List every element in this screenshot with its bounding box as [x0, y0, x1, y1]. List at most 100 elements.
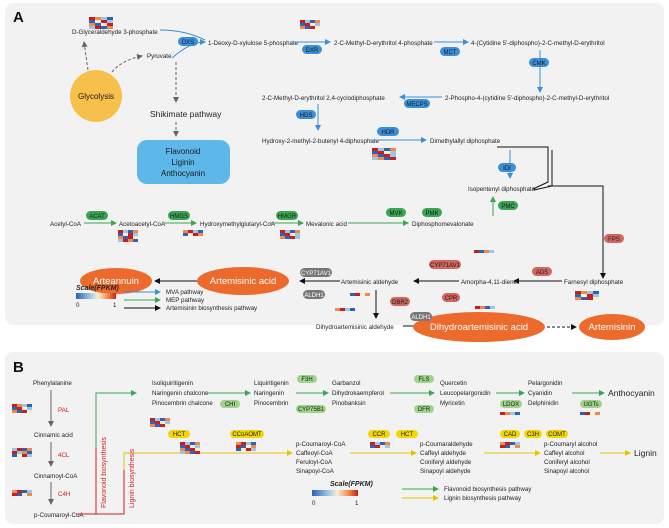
lig3-row2: Caffeyl alcohol	[544, 450, 584, 457]
col4-row3: Myricetin	[440, 400, 465, 407]
scale-title-b: Scale(FPKM)	[330, 481, 373, 488]
enzyme-ccr: CCR	[368, 430, 390, 438]
enzyme-ads: ADS	[532, 267, 552, 276]
svg-text:CAD: CAD	[504, 432, 517, 438]
col4-row2: Leucopelargonidin	[440, 390, 491, 397]
enzyme-fps: FPS	[604, 234, 624, 243]
svg-text:HMGR: HMGR	[278, 214, 297, 220]
phenylalanine-label: Phenylalanine	[33, 380, 72, 387]
enzyme-dxr: DXR	[302, 45, 322, 54]
cdp-me-label: 4-(Cytidine 5'-diphospho)-2-C-methyl-D-e…	[471, 40, 605, 47]
arteannuin-node	[80, 268, 152, 294]
enzyme-c3h: C3H	[524, 430, 542, 438]
cinnamoyl-label: Cinnamoyl-CoA	[34, 473, 78, 480]
glycolysis-node	[70, 70, 122, 122]
lig1-row1: p-Coumaroyl-CoA	[296, 441, 346, 448]
svg-text:HDR: HDR	[382, 130, 396, 136]
lig2-row3: Coniferyl aldehyde	[420, 459, 472, 466]
svg-text:PMK: PMK	[425, 211, 438, 217]
shikimate-label: Shikimate pathway	[150, 109, 222, 119]
artemisinin-label: Artemisinin	[589, 322, 636, 333]
enzyme-cyp71av1-b: CYP71AV1	[300, 268, 332, 277]
legend-artemisinin: Artemisinin biosynthesis pathway	[166, 305, 258, 312]
heatmap-lignin-b	[180, 442, 520, 454]
cdp-mep-label: 2-Phospho-4-(cytidine 5'-diphospho)-2-C-…	[445, 95, 609, 102]
svg-text:C4H: C4H	[58, 491, 70, 498]
panel-a-background	[5, 3, 664, 325]
enzyme-pal: PAL	[58, 407, 70, 414]
artemisinic-aldehyde-label: Artemisinic aldehyde	[341, 279, 399, 286]
enzyme-hct-2: HCT	[396, 430, 418, 438]
lig1-row4: Sinapoyl-CoA	[296, 468, 335, 475]
col3-row2: Dihydrokaempferol	[332, 390, 384, 397]
panel-b-background	[5, 352, 664, 524]
enzyme-mct: MCT	[440, 47, 460, 56]
enzyme-comt: COMT	[546, 430, 568, 438]
lig1-row2: Caffeoyl-CoA	[296, 450, 334, 457]
enzyme-hmgs: HMGS	[168, 211, 190, 220]
heatmap-hdr	[372, 148, 396, 160]
artemisinin-node	[579, 314, 645, 340]
svg-text:MECPS: MECPS	[406, 102, 427, 108]
lig3-row4: Sinapoyl alcohol	[544, 468, 589, 475]
heatmap-art	[335, 250, 495, 311]
enzyme-hds: HDS	[296, 110, 316, 119]
lig2-row4: Sinapoyl aldehyde	[420, 468, 471, 475]
amorpha-label: Amorpha-4,11-diene	[461, 279, 518, 286]
svg-text:ACAT: ACAT	[89, 214, 105, 220]
scale-max-b: 1	[355, 500, 359, 507]
flavonoid-line-1: Flavonoid	[166, 147, 201, 156]
dmapp-label: Dimethylallyl diphosphate	[430, 138, 501, 145]
artemisinic-acid-node	[197, 267, 289, 295]
col5-row1: Pelargonidin	[528, 380, 563, 387]
enzyme-hdr: HDR	[377, 127, 399, 136]
legend-mep: MEP pathway	[166, 297, 205, 304]
svg-text:MCT: MCT	[444, 50, 457, 56]
enzyme-dxs: DXS	[178, 37, 198, 46]
arteannuin-label: Arteannuin	[93, 276, 139, 287]
legend-lignin: Lignin biosynthesis pathway	[444, 495, 522, 502]
svg-text:LDOX: LDOX	[503, 402, 519, 408]
enzyme-ugts: UGTs	[580, 400, 602, 408]
enzyme-mvk: MVK	[386, 208, 406, 217]
enzyme-pmk: PMK	[422, 208, 442, 217]
heatmap-mva	[118, 230, 300, 242]
pyruvate-label: Pyruvate	[147, 53, 172, 60]
svg-text:FLS: FLS	[418, 377, 429, 383]
glyceraldehyde-label: D-Glyceraldehyde 3-phosphate	[72, 29, 158, 36]
hmg-coa-label: Hydroxymethylglutaryl-CoA	[200, 221, 276, 228]
svg-text:CYP71AV1: CYP71AV1	[301, 271, 332, 277]
ipp-label: Isopentenyl diphosphate	[468, 186, 536, 193]
legend-mva: MVA pathway	[166, 289, 204, 296]
flavonoid-line-2: Liginin	[171, 158, 194, 167]
enzyme-hct: HCT	[168, 430, 190, 438]
enzyme-dfr: DFR	[414, 405, 434, 413]
col2-row2: Naringenin	[254, 390, 284, 397]
svg-text:PAL: PAL	[58, 407, 70, 414]
svg-text:ALDH1: ALDH1	[411, 315, 431, 321]
lignin-label: Lignin	[634, 448, 657, 458]
svg-text:CYP75B1: CYP75B1	[298, 407, 325, 413]
svg-text:C3H: C3H	[527, 432, 539, 438]
hmbpp-label: Hydroxy-2-methyl-2-butenyl 4-diphosphate	[262, 138, 379, 145]
scale-bar-b	[312, 490, 358, 496]
enzyme-acat: ACAT	[86, 211, 108, 220]
enzyme-fls: FLS	[414, 375, 434, 383]
fpp-label: Farnesyl diphosphate	[564, 279, 624, 286]
col3-row3: Pinobanksin	[332, 400, 366, 407]
anthocyanin-label: Anthocyanin	[608, 388, 655, 398]
heatmap-pal	[12, 404, 32, 496]
col1-row1: Isoliquiritigenin	[152, 380, 193, 387]
enzyme-ldox: LDOX	[500, 400, 522, 408]
svg-text:F3H: F3H	[301, 377, 312, 383]
svg-text:MVK: MVK	[389, 211, 402, 217]
svg-text:DXS: DXS	[182, 40, 194, 46]
acetoacetyl-coa-label: Acetoacetyl-CoA	[119, 221, 166, 228]
svg-text:PMC: PMC	[501, 204, 515, 210]
scale-bar-a	[76, 293, 116, 299]
diphosphomevalonate-label: Diphosphomevalonate	[412, 221, 474, 228]
enzyme-c4h: C4H	[58, 491, 70, 498]
mevalonic-label: Mevalonic acid	[306, 221, 347, 228]
enzyme-mecps: MECPS	[404, 99, 430, 108]
